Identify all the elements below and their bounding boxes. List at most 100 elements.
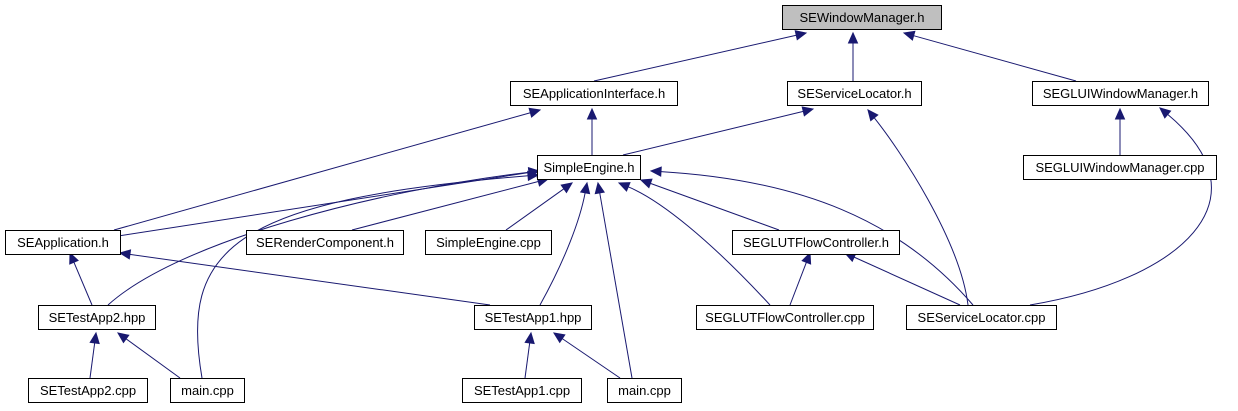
node-label: SimpleEngine.h	[543, 160, 634, 175]
node-label: main.cpp	[618, 383, 671, 398]
edge-sesl_cpp-to-seglui	[1029, 107, 1212, 306]
edge-arrowhead	[552, 332, 566, 344]
nodes-layer: SEWindowManager.hSEApplicationInterface.…	[5, 5, 1217, 403]
node-label: SETestApp1.hpp	[485, 310, 582, 325]
edge-line	[539, 192, 586, 306]
edges-layer	[69, 30, 1212, 379]
node-seai[interactable]: SEApplicationInterface.h	[510, 81, 678, 106]
node-label: SEGLUIWindowManager.h	[1043, 86, 1198, 101]
node-label: SEGLUIWindowManager.cpp	[1035, 160, 1204, 175]
edge-arrowhead	[117, 332, 130, 344]
node-box	[510, 81, 678, 106]
node-label: main.cpp	[181, 383, 234, 398]
node-seglui[interactable]: SEGLUIWindowManager.h	[1032, 81, 1209, 106]
edge-line	[73, 262, 93, 306]
node-simple-cpp[interactable]: SimpleEngine.cpp	[425, 230, 552, 255]
edge-arrowhead	[902, 30, 916, 41]
edge-sesl_cpp-to-simple	[649, 166, 974, 306]
edge-line	[125, 338, 181, 379]
edge-arrowhead	[1114, 107, 1126, 120]
node-label: SETestApp2.cpp	[40, 383, 136, 398]
edge-simple_cpp-to-simple	[505, 182, 573, 231]
node-box	[246, 230, 404, 255]
edge-arrowhead	[801, 106, 815, 117]
edge-seapp-to-simple	[117, 167, 541, 237]
node-setest1[interactable]: SETestApp1.hpp	[474, 305, 592, 330]
node-box	[782, 5, 942, 30]
node-label: SEApplicationInterface.h	[523, 86, 665, 101]
edge-line	[1029, 114, 1212, 306]
edge-seai-to-sewm	[593, 30, 808, 82]
node-box	[607, 378, 682, 403]
edge-seglut_cpp-to-simple	[617, 182, 771, 306]
node-box	[425, 230, 552, 255]
edge-line	[505, 188, 565, 231]
node-seglut-cpp[interactable]: SEGLUTFlowController.cpp	[696, 305, 874, 330]
edge-main2-to-simple	[594, 181, 633, 379]
node-label: SEGLUTFlowController.h	[743, 235, 889, 250]
edge-sesl_cpp-to-seglut	[843, 252, 961, 306]
node-simple[interactable]: SimpleEngine.h	[537, 155, 641, 180]
node-sesl-cpp[interactable]: SEServiceLocator.cpp	[906, 305, 1057, 330]
node-sesl[interactable]: SEServiceLocator.h	[787, 81, 922, 106]
node-box	[28, 378, 148, 403]
edge-line	[789, 262, 807, 306]
node-label: SEApplication.h	[17, 235, 109, 250]
node-box	[906, 305, 1057, 330]
edge-line	[524, 342, 531, 379]
node-serender[interactable]: SERenderComponent.h	[246, 230, 404, 255]
node-label: SETestApp1.cpp	[474, 383, 570, 398]
node-seapp[interactable]: SEApplication.h	[5, 230, 121, 255]
node-seglui-cpp[interactable]: SEGLUIWindowManager.cpp	[1023, 155, 1217, 180]
edge-arrowhead	[649, 166, 662, 177]
edge-arrowhead	[528, 107, 542, 118]
node-box	[5, 230, 121, 255]
edge-setest2_cpp-to-setest2	[89, 331, 100, 379]
node-label: SEWindowManager.h	[799, 10, 924, 25]
node-main2[interactable]: main.cpp	[607, 378, 682, 403]
edge-line	[117, 172, 530, 237]
edge-seapp-to-seai	[113, 107, 542, 231]
node-box	[787, 81, 922, 106]
node-label: SEServiceLocator.h	[797, 86, 911, 101]
edge-arrowhead	[89, 331, 100, 345]
edge-line	[628, 186, 771, 306]
edge-arrowhead	[524, 331, 535, 345]
edge-arrowhead	[560, 182, 573, 194]
node-setest2[interactable]: SETestApp2.hpp	[38, 305, 156, 330]
edge-line	[593, 34, 797, 82]
edge-arrowhead	[794, 30, 808, 41]
edge-line	[561, 338, 621, 379]
edge-line	[129, 253, 491, 306]
edge-setest1-to-simple	[539, 181, 591, 306]
edge-arrowhead	[586, 107, 598, 120]
edge-simple-to-seai	[586, 107, 598, 155]
node-setest2-cpp[interactable]: SETestApp2.cpp	[28, 378, 148, 403]
node-setest1-cpp[interactable]: SETestApp1.cpp	[462, 378, 582, 403]
node-label: SERenderComponent.h	[256, 235, 394, 250]
edge-seglui_cpp-to-seglui	[1114, 107, 1126, 155]
edge-main1-to-setest2	[117, 332, 181, 379]
edge-setest2-to-seapp	[69, 251, 93, 306]
edge-seglui-to-sewm	[902, 30, 1077, 82]
edge-line	[113, 112, 531, 231]
edge-line	[853, 256, 961, 306]
edge-simple-to-sesl	[622, 106, 815, 156]
node-seglut[interactable]: SEGLUTFlowController.h	[732, 230, 900, 255]
node-box	[696, 305, 874, 330]
edge-setest1-to-seapp	[118, 249, 491, 306]
node-box	[1023, 155, 1217, 180]
edge-arrowhead	[847, 31, 859, 44]
node-label: SEServiceLocator.cpp	[918, 310, 1046, 325]
edge-line	[650, 182, 780, 231]
node-box	[170, 378, 245, 403]
edge-main2-to-setest1	[552, 332, 621, 379]
edge-arrowhead	[801, 251, 812, 265]
edge-sesl_cpp-to-sesl	[867, 109, 969, 306]
edge-main1-to-simple	[196, 170, 540, 379]
edge-line	[873, 117, 969, 306]
node-main1[interactable]: main.cpp	[170, 378, 245, 403]
node-box	[38, 305, 156, 330]
edge-arrowhead	[527, 170, 540, 182]
